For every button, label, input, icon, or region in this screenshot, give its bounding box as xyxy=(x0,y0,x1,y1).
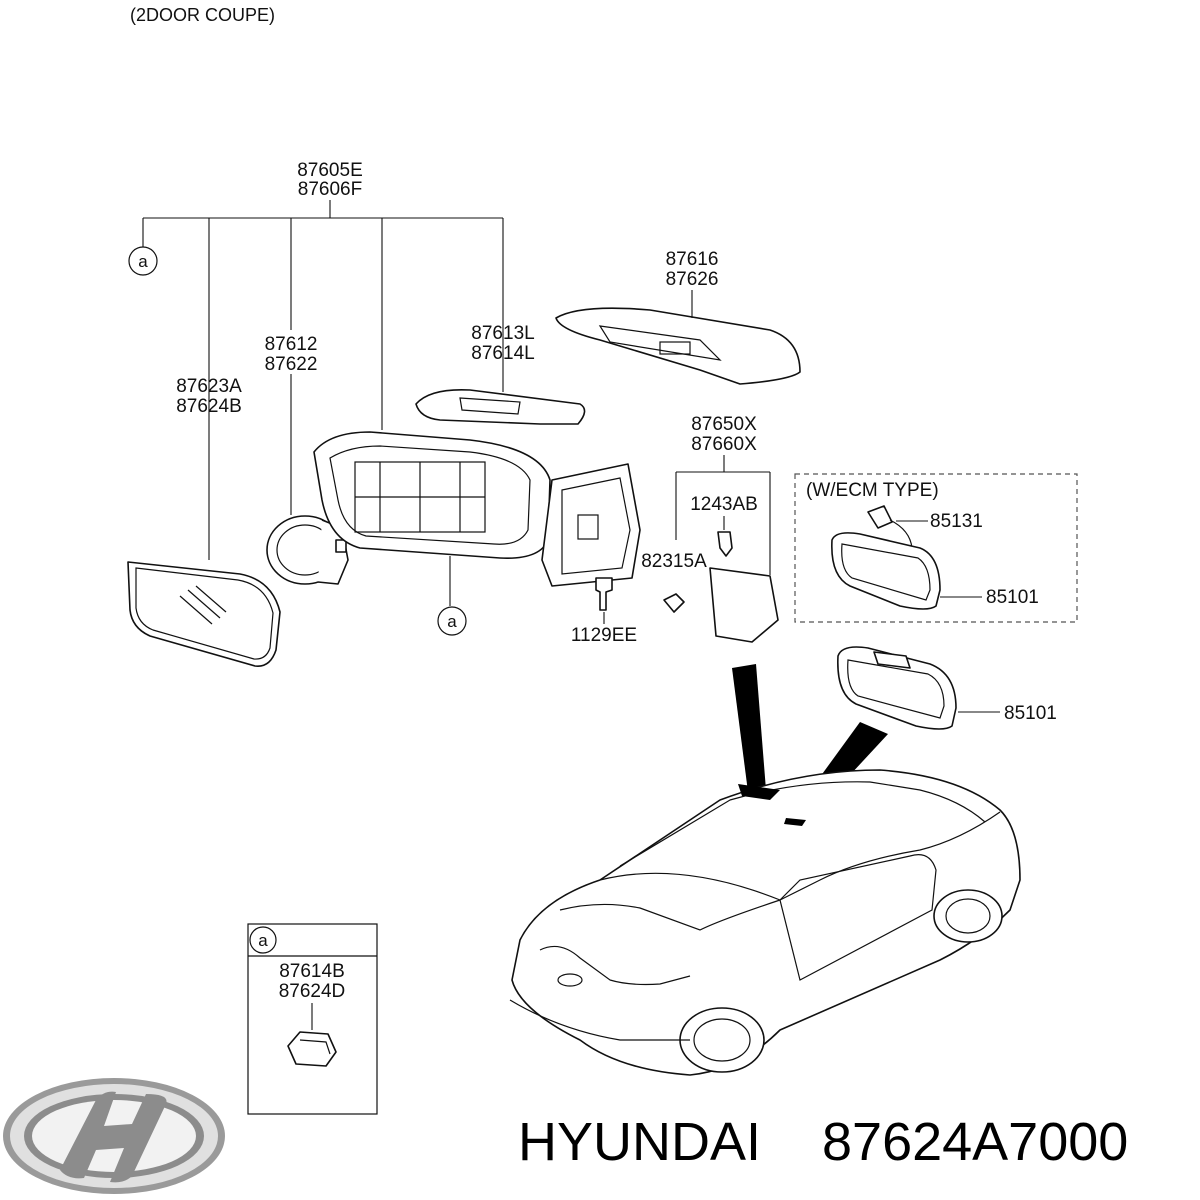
screw-1243AB xyxy=(717,531,733,557)
ecm-type-label: (W/ECM TYPE) xyxy=(806,480,939,501)
callout-82315A: 82315A xyxy=(641,551,707,572)
callout-87616: 87616 xyxy=(666,249,719,270)
callout-87613L: 87613L xyxy=(471,323,534,344)
callout-87650X: 87650X xyxy=(691,414,757,435)
mirror-housing xyxy=(313,431,551,559)
ecm-type-box xyxy=(794,473,1078,623)
mirror-cover xyxy=(555,307,801,385)
callout-85131: 85131 xyxy=(930,511,983,532)
callout-87622: 87622 xyxy=(265,354,318,375)
sensor-cover xyxy=(709,567,779,643)
ref-a-circle-top xyxy=(128,246,158,276)
callout-85101: 85101 xyxy=(1004,703,1057,724)
callout-87612: 87612 xyxy=(265,334,318,355)
callout-87624B: 87624B xyxy=(176,396,242,417)
callout-87605E: 87605E xyxy=(297,160,363,181)
mirror-base xyxy=(541,463,641,587)
ref-a-label-top: a xyxy=(138,252,148,271)
mirror-glass xyxy=(127,561,281,667)
callout-87624D: 87624D xyxy=(279,981,346,1002)
ecm-connector xyxy=(867,505,893,529)
detail-box-a xyxy=(247,923,378,1115)
callout-87614L: 87614L xyxy=(471,343,534,364)
detail-box-ref-label: a xyxy=(258,931,268,950)
clip-82315A xyxy=(663,593,685,613)
callout-87626: 87626 xyxy=(666,269,719,290)
callout-87614B: 87614B xyxy=(279,961,345,982)
mirror-garnish xyxy=(415,388,586,425)
callout-85101-ecm: 85101 xyxy=(986,587,1039,608)
bolt-1129EE xyxy=(595,577,613,611)
inside-mirror xyxy=(837,646,957,730)
mirror-assy-callout: 87605E 87606F a xyxy=(128,160,504,560)
brand-name: HYUNDAI xyxy=(518,1112,761,1172)
callout-1129EE: 1129EE xyxy=(571,625,637,646)
ecm-mirror xyxy=(831,532,941,610)
part-number: 87624A7000 xyxy=(822,1112,1128,1172)
callout-87606F: 87606F xyxy=(298,179,362,200)
detail-box-ref-circle xyxy=(249,926,277,954)
callout-87660X: 87660X xyxy=(691,434,757,455)
callout-1243AB: 1243AB xyxy=(690,494,758,515)
ref-a-circle-mid xyxy=(437,606,467,636)
car-illustration xyxy=(509,769,1021,1076)
hyundai-logo xyxy=(3,1078,225,1194)
variant-label: (2DOOR COUPE) xyxy=(130,5,275,25)
pointer-arrow-outside xyxy=(732,664,766,792)
callout-87623A: 87623A xyxy=(176,376,242,397)
ref-a-label-mid: a xyxy=(447,612,457,631)
